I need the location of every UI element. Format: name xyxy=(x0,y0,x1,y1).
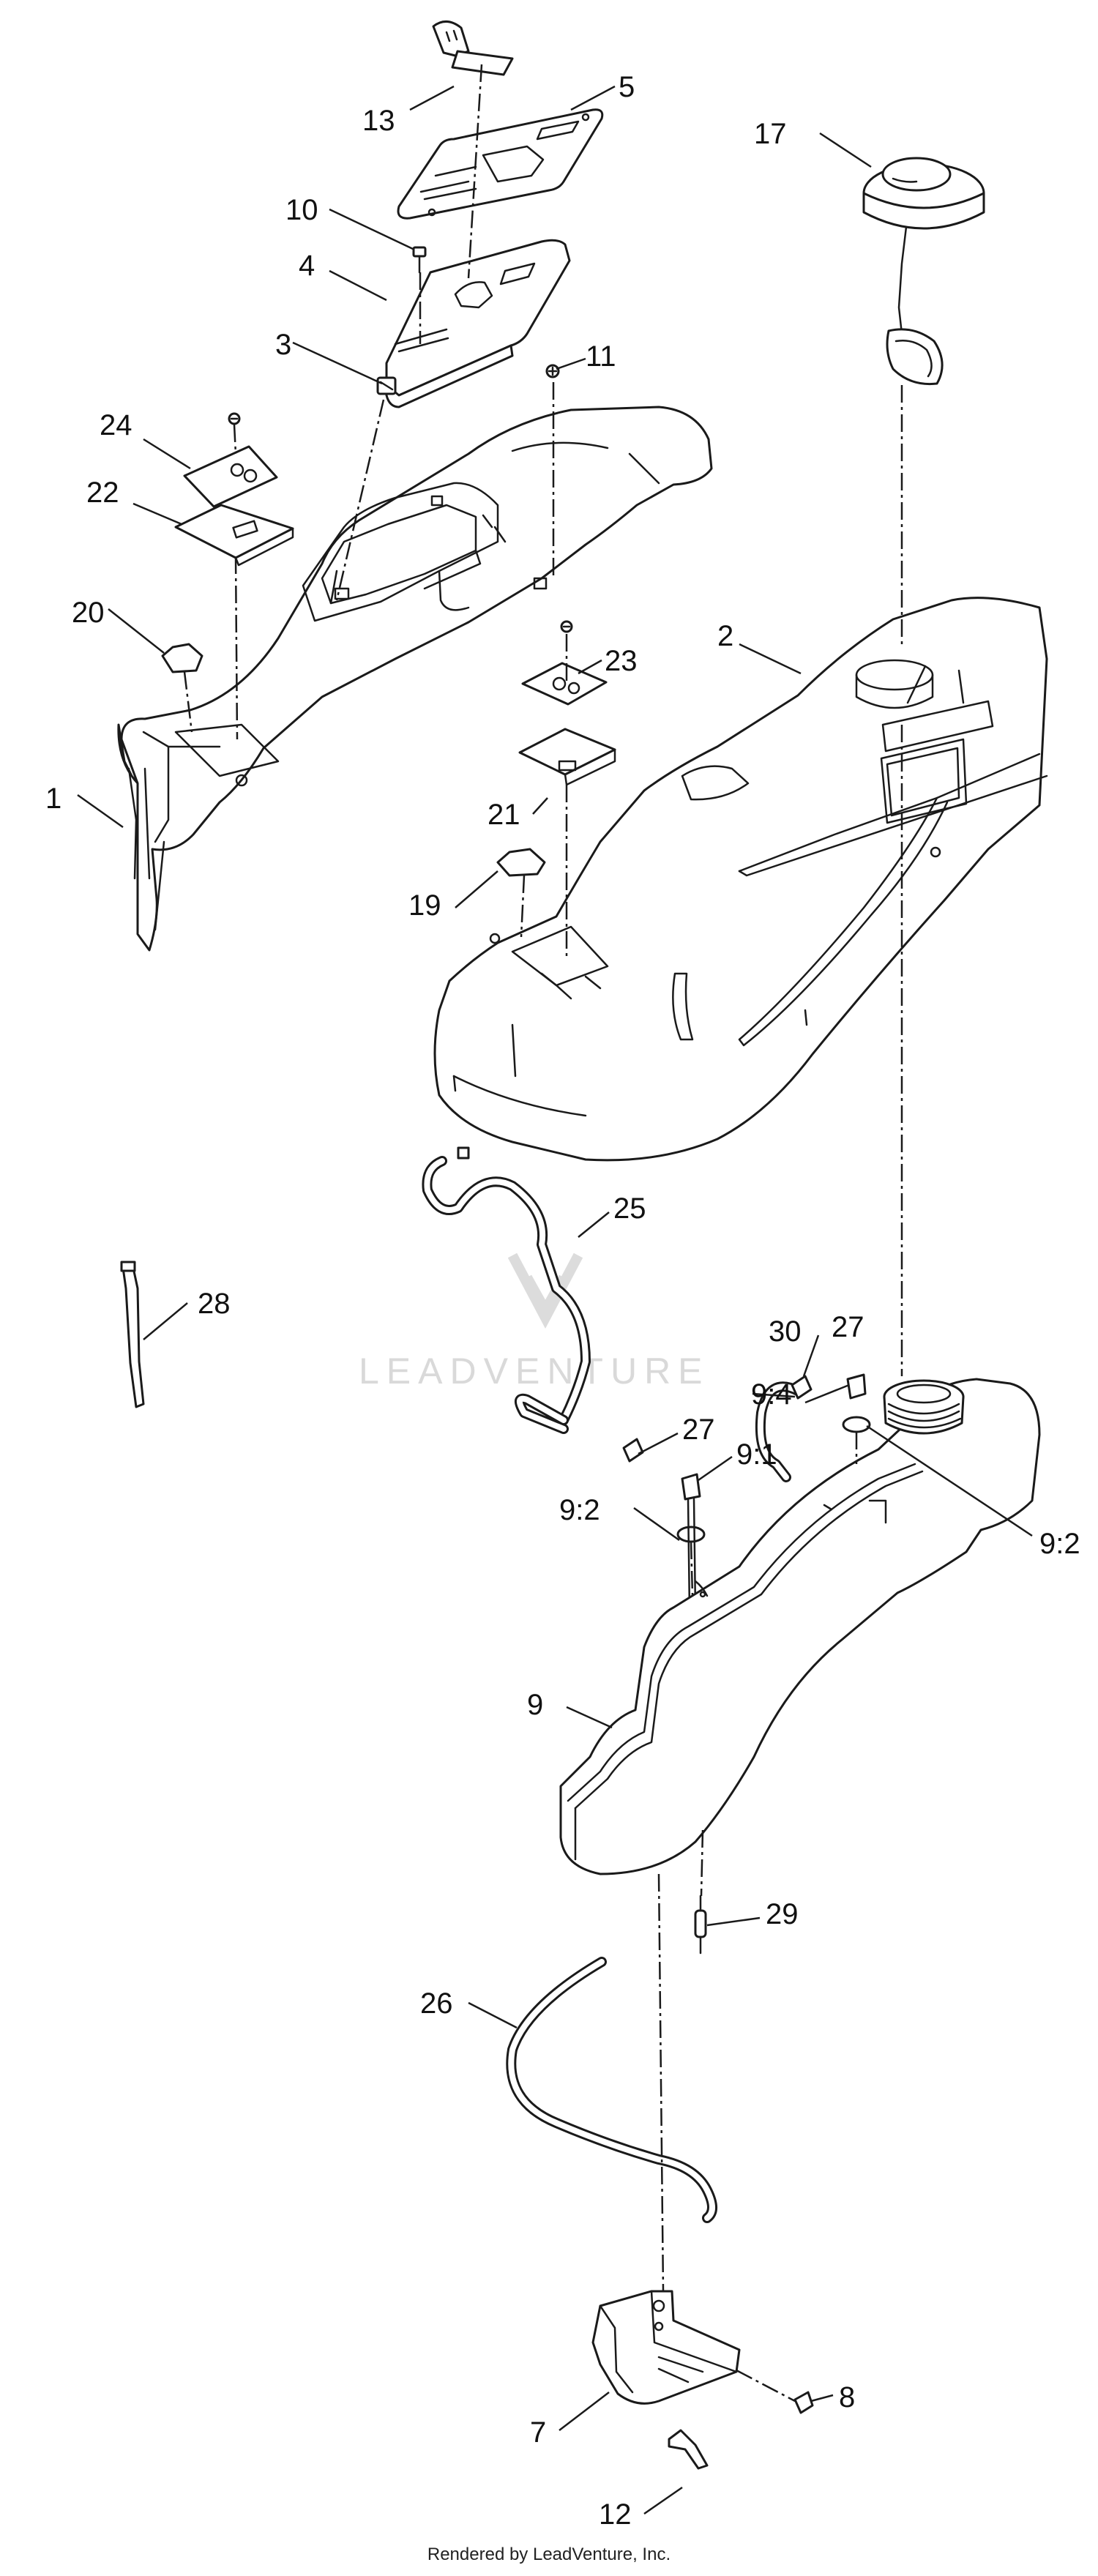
part-7-bracket[interactable] xyxy=(591,2290,741,2405)
part-25-fuel-line[interactable] xyxy=(422,1146,591,1434)
callout-1: 1 xyxy=(45,783,61,815)
callout-19: 19 xyxy=(408,889,441,922)
callout-4: 4 xyxy=(299,250,315,282)
callout-21: 21 xyxy=(488,799,520,831)
part-1-rear-fender[interactable] xyxy=(117,406,713,952)
callout-25: 25 xyxy=(613,1192,646,1225)
part-9-1-fitting[interactable] xyxy=(676,1473,706,1612)
callout-7: 7 xyxy=(530,2416,546,2449)
callout-9: 9 xyxy=(527,1689,543,1721)
callout-13: 13 xyxy=(362,105,395,137)
footer-credit: Rendered by LeadVenture, Inc. xyxy=(427,2545,671,2564)
part-19-pad[interactable] xyxy=(496,848,546,877)
part-26-hose[interactable] xyxy=(506,1957,717,2223)
callout-26: 26 xyxy=(420,1987,453,2020)
part-27-clamp-lower[interactable] xyxy=(622,1438,644,1463)
leader-lines xyxy=(77,85,1033,2515)
part-13-knob[interactable] xyxy=(432,20,514,76)
part-2-front-hood[interactable] xyxy=(433,597,1048,1162)
part-29-valve[interactable] xyxy=(694,1894,707,1955)
part-28-cable-tie[interactable] xyxy=(120,1261,145,1408)
part-3-clip[interactable] xyxy=(376,376,397,395)
callout-5: 5 xyxy=(619,71,635,103)
assembly-lines xyxy=(183,64,903,2403)
part-21-plate[interactable] xyxy=(518,728,616,786)
callout-9-4: 9:4 xyxy=(751,1378,792,1411)
callout-3: 3 xyxy=(275,329,291,361)
part-24-plate[interactable] xyxy=(183,412,278,508)
callout-11: 11 xyxy=(586,340,616,373)
callout-27-upper: 27 xyxy=(832,1311,864,1343)
callout-29: 29 xyxy=(766,1898,799,1930)
callout-17: 17 xyxy=(754,118,787,150)
part-9-4-fitting[interactable] xyxy=(842,1373,871,1433)
watermark-text: LEADVENTURE xyxy=(359,1351,710,1392)
callout-9-2-right: 9:2 xyxy=(1039,1528,1080,1560)
callout-10: 10 xyxy=(285,194,318,226)
watermark: LEADVENTURE xyxy=(359,1252,710,1392)
callout-30: 30 xyxy=(769,1315,802,1348)
part-23-plate[interactable] xyxy=(521,620,608,706)
callout-28: 28 xyxy=(198,1288,231,1320)
part-4-console-plate[interactable] xyxy=(385,239,571,408)
part-17-fuel-cap[interactable] xyxy=(862,157,985,386)
part-8-screw[interactable] xyxy=(793,2391,814,2414)
part-27-clamp-upper[interactable] xyxy=(791,1375,813,1400)
part-9-fuel-tank[interactable] xyxy=(559,1378,1041,1875)
callout-8: 8 xyxy=(839,2381,855,2413)
part-10-screw[interactable] xyxy=(412,246,427,274)
callout-9-1: 9:1 xyxy=(736,1438,777,1471)
part-20-pad[interactable] xyxy=(161,643,203,673)
callout-23: 23 xyxy=(605,645,638,677)
callout-27-lower: 27 xyxy=(682,1414,715,1446)
callout-24: 24 xyxy=(100,409,132,441)
callout-2: 2 xyxy=(717,620,733,652)
part-11-screw[interactable] xyxy=(545,364,560,378)
callout-9-2-left: 9:2 xyxy=(559,1494,600,1526)
callout-22: 22 xyxy=(86,477,119,509)
part-30-vent-hose[interactable] xyxy=(755,1381,803,1482)
callouts: 13 5 17 10 4 3 11 24 22 20 2 23 1 21 19 … xyxy=(45,71,1080,2531)
callout-12: 12 xyxy=(599,2498,632,2531)
part-5-decal[interactable] xyxy=(397,108,604,220)
part-22-plate[interactable] xyxy=(174,504,294,567)
part-12-clip[interactable] xyxy=(668,2429,709,2470)
callout-20: 20 xyxy=(72,597,105,629)
